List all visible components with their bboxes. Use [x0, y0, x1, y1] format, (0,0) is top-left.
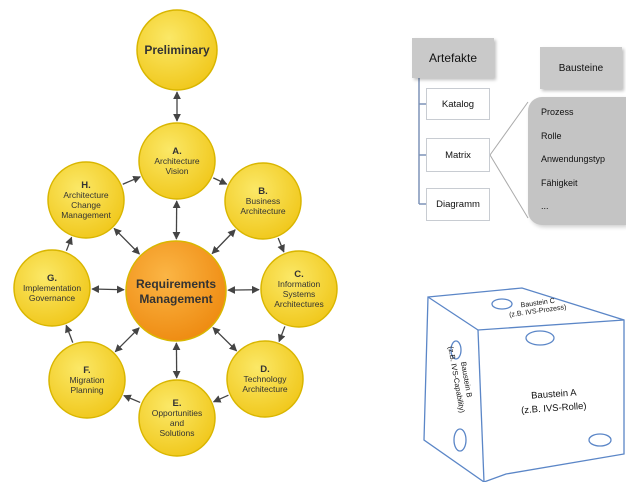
phase-label-line: Architectures	[274, 299, 324, 309]
phase-node	[47, 161, 125, 239]
artefakte-item-katalog: Katalog	[426, 88, 490, 120]
phase-node	[138, 122, 216, 200]
preliminary-node	[136, 9, 218, 91]
phase-letter: D.	[260, 364, 270, 375]
bausteine-item: Prozess	[541, 107, 574, 117]
cube-top-label-1: Baustein C	[520, 298, 555, 310]
cycle-arrow	[211, 229, 236, 255]
phase-label-line: Management	[61, 210, 111, 220]
phase-label-line: Technology	[243, 374, 287, 384]
bausteine-item: Anwendungstyp	[541, 154, 606, 164]
bausteine-item: ...	[541, 201, 549, 211]
phase-label-line: Systems	[283, 289, 316, 299]
center-label-line2: Management	[139, 292, 212, 306]
bausteine-item: Rolle	[541, 130, 562, 141]
cycle-arrow	[91, 285, 125, 294]
cycle-arrow	[212, 327, 238, 352]
cycle-arrows	[65, 91, 286, 404]
phase-label-line: Information	[278, 279, 321, 289]
cycle-arrow	[212, 394, 229, 403]
phase-label-line: Opportunities	[152, 408, 203, 418]
cycle-arrow	[114, 327, 140, 353]
phase-label-line: Architecture	[240, 206, 286, 216]
artefakte-item-diagramm: Diagramm	[426, 188, 490, 221]
phase-letter: F.	[83, 365, 90, 376]
preliminary-label: Preliminary	[144, 43, 210, 57]
phase-letter: H.	[81, 180, 91, 191]
cube-front-label-1: Baustein A	[531, 387, 578, 401]
phase-label-line: Business	[246, 196, 281, 206]
phase-label-line: Architecture	[154, 156, 200, 166]
bausteine-header: Bausteine	[540, 47, 622, 89]
cycle-arrow	[277, 326, 286, 343]
phase-label-line: and	[170, 418, 184, 428]
phase-label-line: Planning	[70, 385, 103, 395]
phase-label-line: Solutions	[160, 428, 195, 438]
phase-node	[13, 249, 91, 327]
phase-letter: E.	[173, 398, 182, 409]
phase-letter: G.	[47, 273, 57, 284]
phase-node	[138, 379, 216, 457]
cycle-arrow	[65, 236, 73, 251]
requirements-management-node	[125, 240, 227, 342]
cycle-arrow	[122, 175, 141, 185]
phase-letter: B.	[258, 186, 268, 197]
cycle-arrow	[113, 227, 140, 255]
cube-front-label-2: (z.B. IVS-Rolle)	[521, 401, 587, 417]
phase-label-line: Migration	[70, 375, 105, 385]
phase-node	[48, 341, 126, 419]
matrix-label: Matrix	[445, 149, 471, 161]
center-label-line1: Requirements	[136, 277, 216, 291]
cycle-arrow	[212, 177, 228, 185]
bausteine-list-panel: Prozess Rolle Anwendungstyp Fähigkeit ..…	[528, 97, 626, 225]
cycle-arrow	[227, 285, 260, 294]
phase-label-line: Change	[71, 200, 101, 210]
katalog-label: Katalog	[441, 98, 475, 110]
artefakte-title: Artefakte	[428, 51, 478, 65]
diagramm-label: Diagramm	[436, 199, 480, 210]
phase-label-line: Architecture	[242, 384, 288, 394]
phase-label-line: Architecture	[63, 190, 109, 200]
artefakte-item-matrix: Matrix	[426, 138, 490, 172]
bausteine-title: Bausteine	[558, 62, 604, 74]
phase-letter: C.	[294, 269, 304, 280]
phase-label-line: Implementation	[23, 283, 81, 293]
phase-node	[226, 340, 304, 418]
adm-cycle-diagram: PreliminaryRequirementsManagementA.Archi…	[13, 9, 338, 457]
cycle-arrow	[65, 324, 74, 343]
phase-node	[260, 250, 338, 328]
phase-label-line: Governance	[29, 293, 76, 303]
phase-node	[224, 162, 302, 240]
cycle-arrow	[277, 237, 285, 253]
cycle-arrow	[123, 394, 141, 404]
phase-letter: A.	[172, 146, 182, 157]
artefakte-header: Artefakte	[412, 38, 494, 78]
baustein-cube-sketch: Baustein C (z.B. IVS-Prozess) Baustein B…	[423, 287, 625, 482]
bausteine-item: Fähigkeit	[541, 177, 578, 188]
phase-label-line: Vision	[166, 166, 189, 176]
